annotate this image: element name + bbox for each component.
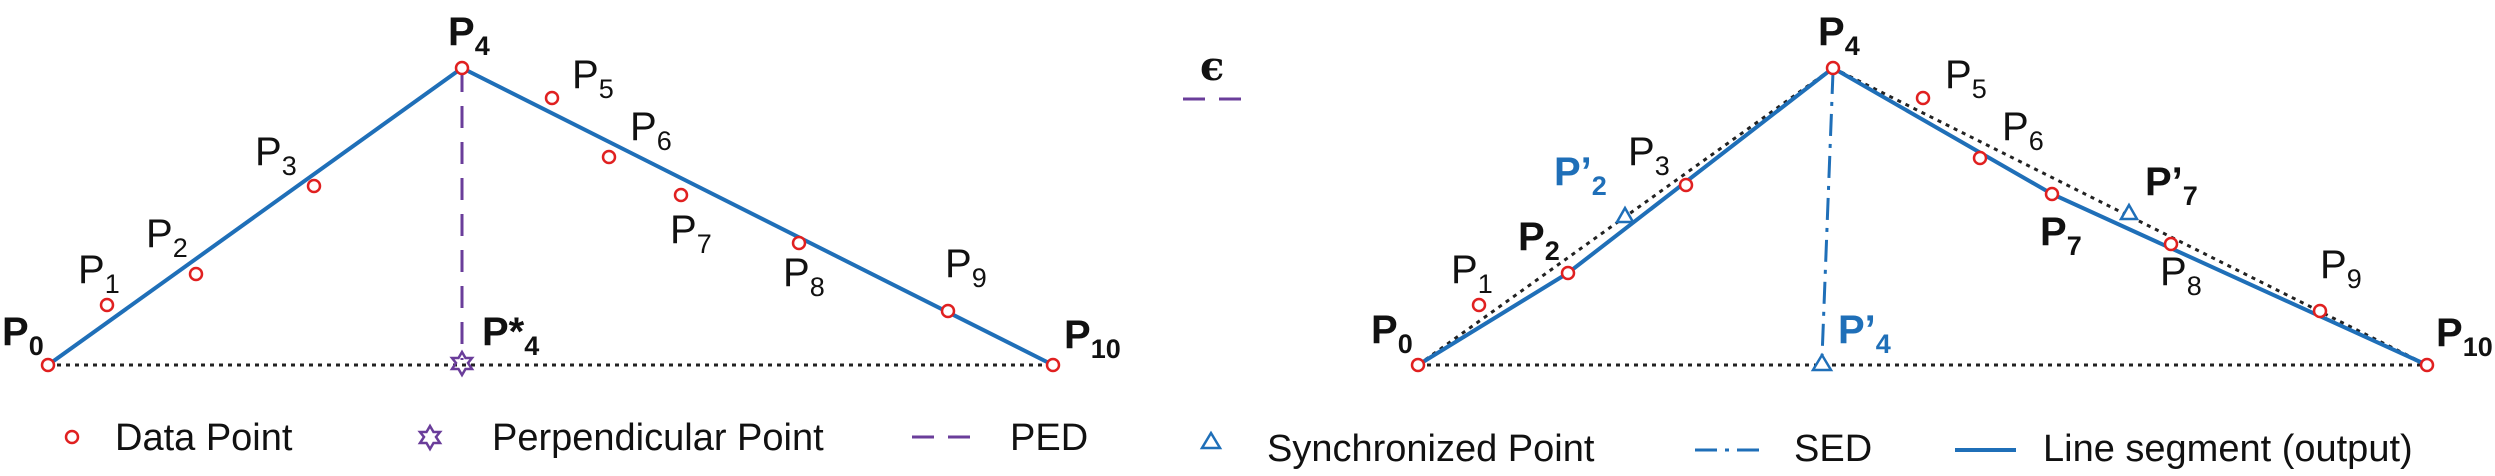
right-label-p4: P4: [1818, 10, 1860, 61]
legend-perpendicular-point-icon: [417, 423, 443, 452]
left-data-point-p8: [791, 235, 807, 251]
sync-label-p4: P’4: [1838, 308, 1891, 359]
sync-label-p7: P’7: [2145, 160, 2198, 211]
legend-line-segment-label: Line segment (output): [2043, 428, 2413, 470]
right-label-p7: P7: [2040, 210, 2082, 261]
left-label-p0: P0: [2, 310, 44, 361]
legend-perpendicular-point-label: Perpendicular Point: [492, 417, 824, 459]
legend-sed-label: SED: [1794, 428, 1872, 470]
left-data-point-p7: [673, 187, 689, 203]
right-data-point-p6: [1972, 150, 1988, 166]
right-data-point-p4: [1825, 60, 1841, 76]
right-data-point-p3: [1678, 177, 1694, 193]
left-segment-p4-p10: [461, 66, 1054, 367]
sync-point-p4: [1810, 352, 1834, 372]
left-label-p8: P8: [783, 251, 825, 302]
right-label-p5: P5: [1945, 53, 1987, 104]
legend-ped-label: PED: [1010, 417, 1088, 459]
perpendicular-point-star: [449, 349, 475, 378]
legend-synchronized-point-icon: [1199, 430, 1223, 450]
left-segment-p0-p4: [46, 66, 464, 367]
left-data-point-p1: [99, 297, 115, 313]
right-data-point-p8: [2163, 236, 2179, 252]
left-label-p1: P1: [78, 248, 120, 299]
left-label-p9: P9: [945, 242, 987, 293]
right-data-point-p5: [1915, 90, 1931, 106]
right-data-point-p0: [1410, 357, 1426, 373]
right-label-p8: P8: [2160, 250, 2202, 301]
right-data-point-p7: [2044, 186, 2060, 202]
right-data-point-p9: [2312, 303, 2328, 319]
right-label-p6: P6: [2002, 105, 2044, 156]
right-panel: P0 P1 P2 P3 P4 P5 P6 P7 P8 P9 P10 P’2 P’…: [1371, 10, 2493, 373]
left-data-point-p3: [306, 178, 322, 194]
sync-point-p2: [1614, 205, 1636, 224]
left-label-perpendicular: P*4: [482, 310, 539, 361]
left-label-p10: P10: [1064, 313, 1121, 364]
epsilon-marker: ϵ: [1183, 43, 1245, 101]
legend: Data Point Perpendicular Point PED Synch…: [64, 417, 2413, 470]
left-data-point-p10: [1045, 357, 1061, 373]
right-label-p0: P0: [1371, 308, 1413, 359]
left-label-p3: P3: [255, 130, 297, 181]
legend-data-point-icon: [64, 429, 80, 445]
sed-line: [1820, 71, 1835, 359]
left-data-point-p2: [188, 266, 204, 282]
right-label-p2: P2: [1518, 215, 1560, 266]
left-data-point-p4: [454, 60, 470, 76]
left-panel: P0 P1 P2 P3 P4 P5 P6 P7 P8 P9 P10 P*4: [2, 10, 1121, 378]
legend-synchronized-point-label: Synchronized Point: [1267, 428, 1595, 470]
sync-point-p7: [2118, 202, 2140, 221]
right-data-point-p10: [2419, 357, 2435, 373]
left-data-point-p0: [40, 357, 56, 373]
right-data-point-p1: [1471, 297, 1487, 313]
epsilon-label: ϵ: [1200, 43, 1224, 90]
left-label-p5: P5: [572, 53, 614, 104]
sync-label-p2: P’2: [1554, 150, 1607, 201]
left-data-point-p9: [940, 303, 956, 319]
left-label-p6: P6: [630, 105, 672, 156]
right-dotted-p4-p10: [1832, 66, 2428, 367]
legend-data-point-label: Data Point: [115, 417, 293, 459]
left-label-p4: P4: [448, 10, 490, 61]
right-data-point-p2: [1560, 265, 1576, 281]
left-label-p2: P2: [146, 212, 188, 263]
left-data-point-p6: [601, 149, 617, 165]
right-label-p3: P3: [1628, 130, 1670, 181]
left-label-p7: P7: [670, 208, 712, 259]
left-data-point-p5: [544, 90, 560, 106]
right-label-p9: P9: [2320, 243, 2362, 294]
right-label-p1: P1: [1451, 248, 1493, 299]
right-label-p10: P10: [2436, 311, 2493, 362]
